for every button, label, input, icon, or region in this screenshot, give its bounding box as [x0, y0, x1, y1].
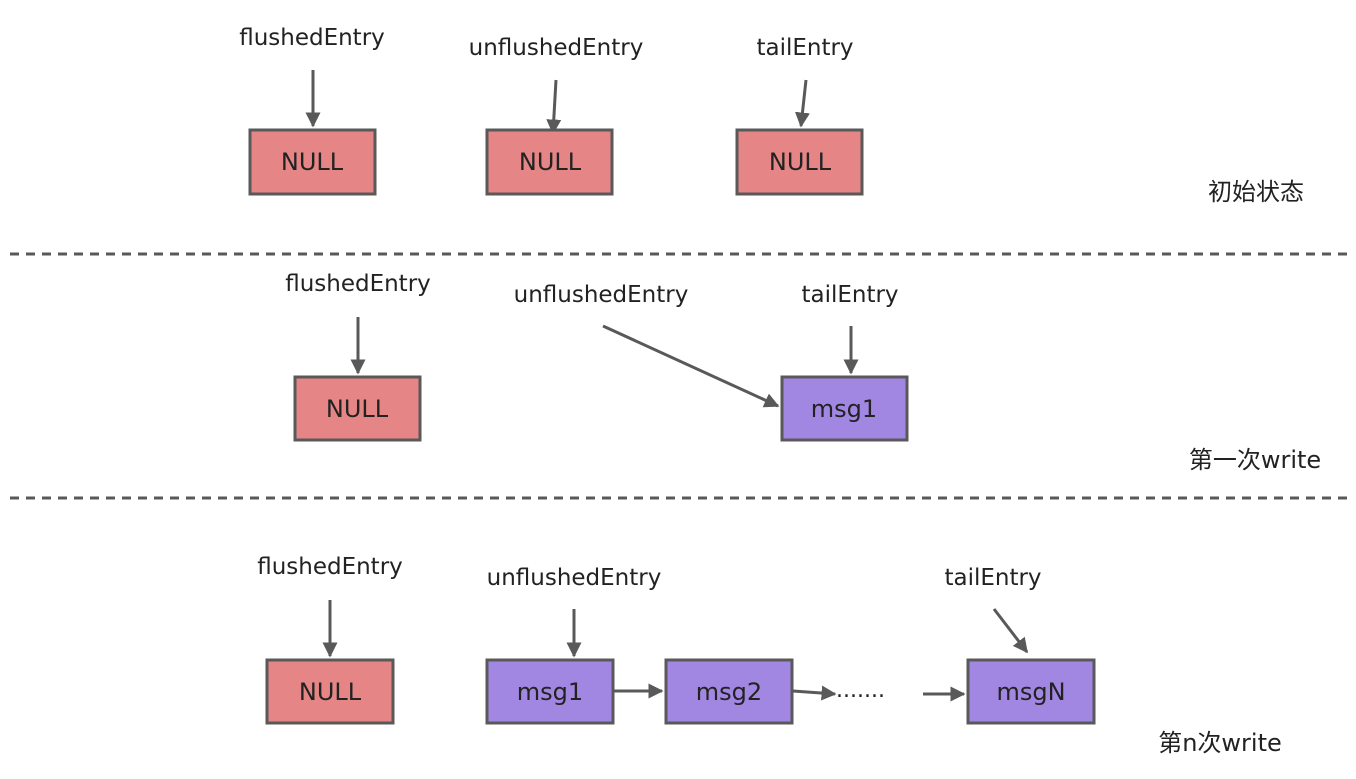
flushed-entry-label: flushedEntry — [285, 271, 431, 297]
node-label: NULL — [519, 148, 582, 176]
null-node: NULL — [265, 658, 395, 725]
node-label: msgN — [996, 678, 1065, 706]
next-pointer-arrow — [792, 685, 837, 701]
msg-node: msg1 — [780, 375, 909, 442]
section-initial-state: flushedEntry unflushedEntry tailEntry NU… — [239, 25, 1304, 206]
section-caption: 第一次write — [1189, 446, 1321, 474]
tail-entry-label: tailEntry — [801, 282, 898, 308]
tail-entry-label: tailEntry — [756, 35, 853, 61]
unflushed-pointer-arrow — [546, 79, 562, 135]
flushed-entry-label: flushedEntry — [257, 554, 403, 580]
null-node: NULL — [735, 128, 864, 196]
flushed-entry-label: flushedEntry — [239, 25, 385, 51]
msg-node: msg1 — [485, 658, 615, 725]
section-nth-write: flushedEntry unflushedEntry tailEntry NU… — [257, 554, 1282, 757]
unflushed-entry-label: unflushedEntry — [487, 565, 662, 591]
tail-entry-label: tailEntry — [944, 565, 1041, 591]
section-caption: 第n次write — [1158, 729, 1282, 757]
unflushed-entry-label: unflushedEntry — [469, 35, 644, 61]
null-node: NULL — [485, 128, 614, 196]
node-label: msg2 — [696, 678, 762, 706]
tail-pointer-arrow — [992, 608, 1029, 654]
section-first-write: flushedEntry unflushedEntry tailEntry NU… — [285, 271, 1321, 474]
msg-node: msg2 — [664, 658, 794, 725]
unflushed-entry-label: unflushedEntry — [514, 282, 689, 308]
node-label: msg1 — [811, 395, 877, 423]
node-label: NULL — [769, 148, 832, 176]
unflushed-pointer-arrow — [602, 324, 780, 408]
msg-node: msgN — [966, 658, 1096, 725]
node-label: NULL — [299, 678, 362, 706]
node-label: NULL — [326, 395, 389, 423]
ellipsis: ....... — [836, 678, 885, 703]
null-node: NULL — [248, 128, 377, 196]
node-label: NULL — [281, 148, 344, 176]
section-caption: 初始状态 — [1208, 178, 1304, 206]
node-label: msg1 — [517, 678, 583, 706]
tail-pointer-arrow — [795, 79, 810, 128]
null-node: NULL — [293, 375, 422, 442]
